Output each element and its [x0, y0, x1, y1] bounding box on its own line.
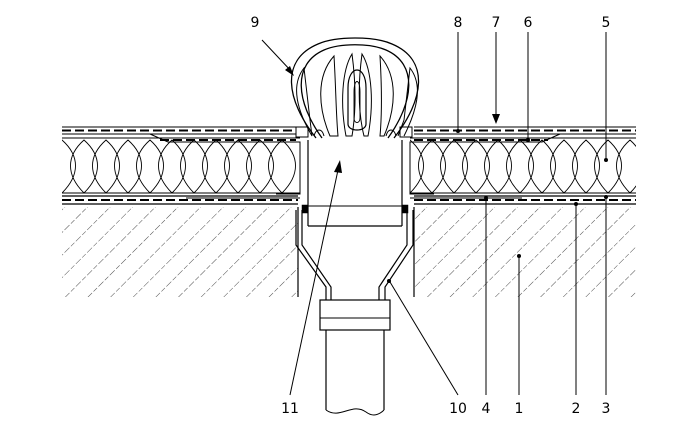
- callout-10: 10: [449, 401, 467, 417]
- callout-labels: 9 8 7 6 5 11 10 4 1 2 3: [251, 15, 611, 417]
- concrete-slab: [62, 207, 636, 297]
- callout-4: 4: [482, 401, 491, 417]
- callout-1: 1: [515, 401, 524, 417]
- leader-lines: [261, 32, 608, 396]
- roofing-membrane: [62, 126, 636, 135]
- vapour-barrier: [62, 195, 636, 205]
- aerator-pipe: [295, 140, 414, 416]
- flange-collar: [149, 126, 561, 195]
- callout-11: 11: [281, 401, 299, 417]
- callout-2: 2: [572, 401, 581, 417]
- callout-9: 9: [251, 15, 260, 31]
- callout-7: 7: [492, 15, 501, 31]
- thermal-insulation: [62, 137, 636, 194]
- callout-3: 3: [602, 401, 611, 417]
- callout-6: 6: [524, 15, 533, 31]
- callout-5: 5: [602, 15, 611, 31]
- aerator-cap: [290, 37, 420, 139]
- callout-8: 8: [454, 15, 463, 31]
